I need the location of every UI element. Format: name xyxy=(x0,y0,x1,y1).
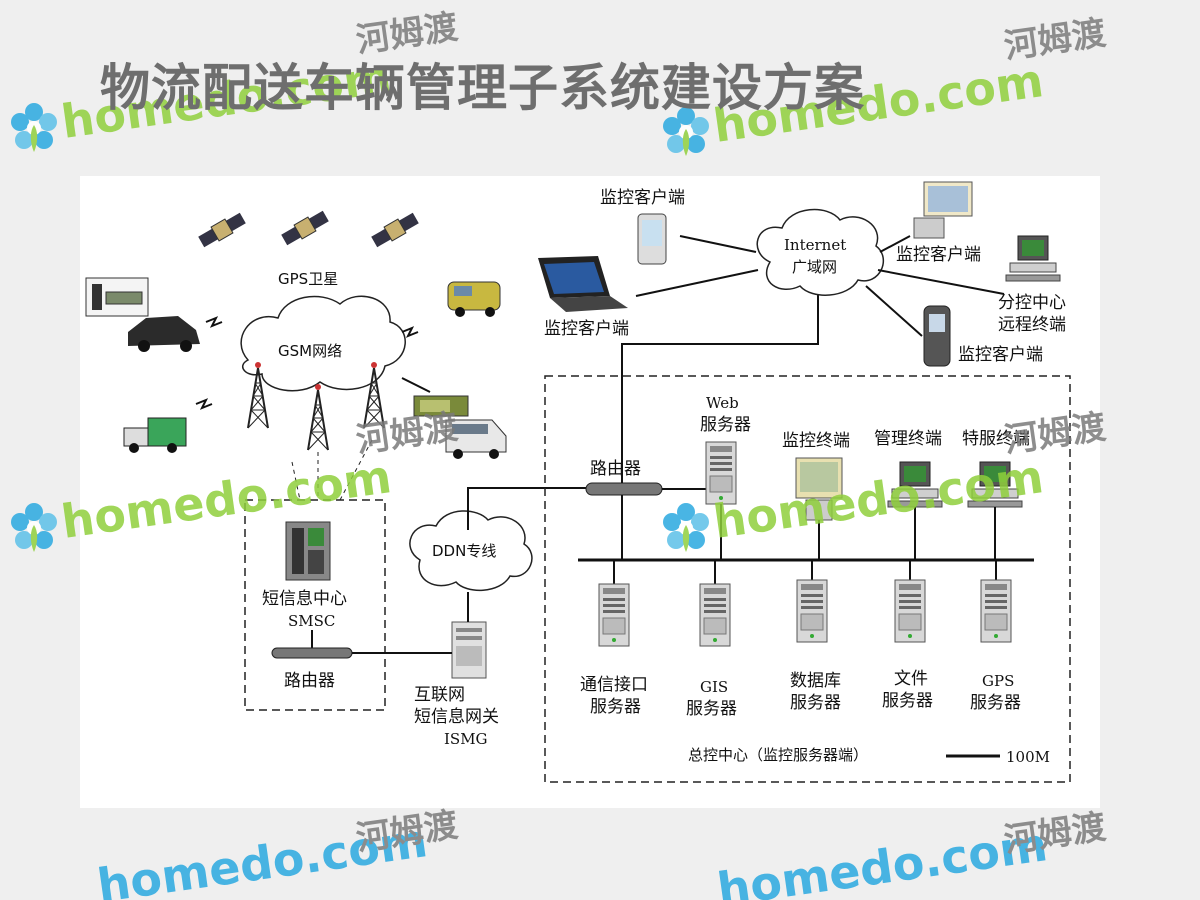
file-server-icon xyxy=(894,579,926,643)
router-top-label: 路由器 xyxy=(590,459,641,479)
ddn-cloud xyxy=(409,510,533,592)
web-server-label-2: 服务器 xyxy=(700,415,751,435)
gps-satellite-label: GPS卫星 xyxy=(278,270,338,288)
db-server-icon xyxy=(796,579,828,643)
monitor-client-phone-label: 监控客户端 xyxy=(600,188,685,208)
van-icon xyxy=(447,281,501,317)
watermark-brand-cn: 河姆渡 xyxy=(354,805,461,859)
file-server-label-2: 服务器 xyxy=(882,691,933,711)
monitor-terminal-icon xyxy=(795,457,843,521)
internet-label-2: 广域网 xyxy=(792,258,837,276)
web-server-label-1: Web xyxy=(706,394,739,412)
smsc-server-icon xyxy=(285,521,331,581)
ismg-label-3: ISMG xyxy=(444,730,488,748)
signal-arrow xyxy=(401,377,431,393)
desktop-client-icon xyxy=(913,181,973,239)
db-server-label-1: 数据库 xyxy=(790,671,841,691)
branch-center-label-2: 远程终端 xyxy=(998,315,1066,335)
ismg-label-1: 互联网 xyxy=(414,685,465,705)
control-center-label: 总控中心（监控服务器端） xyxy=(688,746,868,764)
pda-icon xyxy=(637,213,667,265)
monitor-terminal-label: 监控终端 xyxy=(782,431,850,451)
ismg-label-2: 短信息网关 xyxy=(414,707,499,727)
gps-server-label-1: GPS xyxy=(982,672,1014,690)
homedo-logo-icon xyxy=(11,103,57,152)
comm-server-label-2: 服务器 xyxy=(590,697,641,717)
file-server-label-1: 文件 xyxy=(894,669,928,689)
gps-server-label-2: 服务器 xyxy=(970,693,1021,713)
smsc-label-2: SMSC xyxy=(288,612,335,630)
vehicle-terminal-icon xyxy=(413,395,469,417)
mobile-phone-icon xyxy=(923,305,951,367)
gis-server-label-2: 服务器 xyxy=(686,699,737,719)
internet-label-1: Internet xyxy=(784,236,846,254)
monitor-client-mobile-label: 监控客户端 xyxy=(958,345,1043,365)
smsc-box xyxy=(244,499,386,711)
router-top-icon xyxy=(585,482,663,496)
car-icon xyxy=(128,316,200,352)
router-left-icon xyxy=(271,647,353,659)
special-terminal-label: 特服终端 xyxy=(962,429,1030,449)
ismg-server-icon xyxy=(451,621,487,679)
monitor-client-right-label: 监控客户端 xyxy=(896,245,981,265)
management-terminal-label: 管理终端 xyxy=(874,429,942,449)
homedo-logo-icon xyxy=(11,503,57,552)
vehicle-terminal-icon xyxy=(85,277,149,317)
watermark-brand-cn: 河姆渡 xyxy=(1002,807,1109,861)
comm-server-label-1: 通信接口 xyxy=(580,675,648,695)
router-left-label: 路由器 xyxy=(284,671,335,691)
monitor-client-laptop-label: 监控客户端 xyxy=(544,319,629,339)
laptop-icon xyxy=(538,256,628,312)
minibus-icon xyxy=(445,419,507,459)
watermark-brand-en: homedo.com xyxy=(714,817,1051,900)
ddn-line-label: DDN专线 xyxy=(432,542,496,560)
gsm-network-label: GSM网络 xyxy=(278,342,342,360)
internet-cloud xyxy=(756,208,885,296)
branch-center-label-1: 分控中心 xyxy=(998,293,1066,313)
control-center-box xyxy=(544,375,1071,783)
legend-100m-label: 100M xyxy=(1006,748,1050,766)
slide-title: 物流配送车辆管理子系统建设方案 xyxy=(100,59,865,117)
gsm-cloud xyxy=(240,295,406,392)
truck-icon xyxy=(123,417,187,453)
gis-server-icon xyxy=(699,583,731,647)
gis-server-label-1: GIS xyxy=(700,678,728,696)
comm-server-icon xyxy=(598,583,630,647)
smsc-label-1: 短信息中心 xyxy=(262,589,347,609)
db-server-label-2: 服务器 xyxy=(790,693,841,713)
gps-server-icon xyxy=(980,579,1012,643)
watermark-brand-cn: 河姆渡 xyxy=(1002,13,1109,67)
